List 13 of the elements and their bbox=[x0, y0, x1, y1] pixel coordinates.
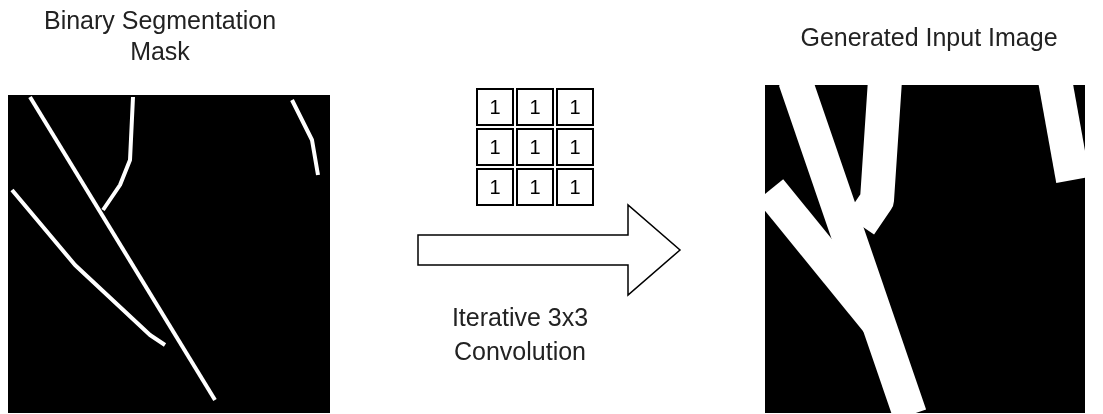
matrix-cell: 1 bbox=[516, 88, 554, 126]
image-title: Binary Segmentation Mask bbox=[42, 5, 278, 67]
matrix-cell: 1 bbox=[516, 128, 554, 166]
matrix-cell: 1 bbox=[476, 88, 514, 126]
matrix-cell: 1 bbox=[556, 168, 594, 206]
edge-label: Iterative 3x3 Convolution bbox=[450, 302, 590, 367]
block-arrow bbox=[417, 203, 682, 297]
matrix-cell: 1 bbox=[476, 128, 514, 166]
matrix-cell: 1 bbox=[516, 168, 554, 206]
matrix-cell: 1 bbox=[556, 128, 594, 166]
image-title: Generated Input Image bbox=[799, 22, 1059, 53]
matrix-cell: 1 bbox=[556, 88, 594, 126]
matrix-cell: 1 bbox=[476, 168, 514, 206]
